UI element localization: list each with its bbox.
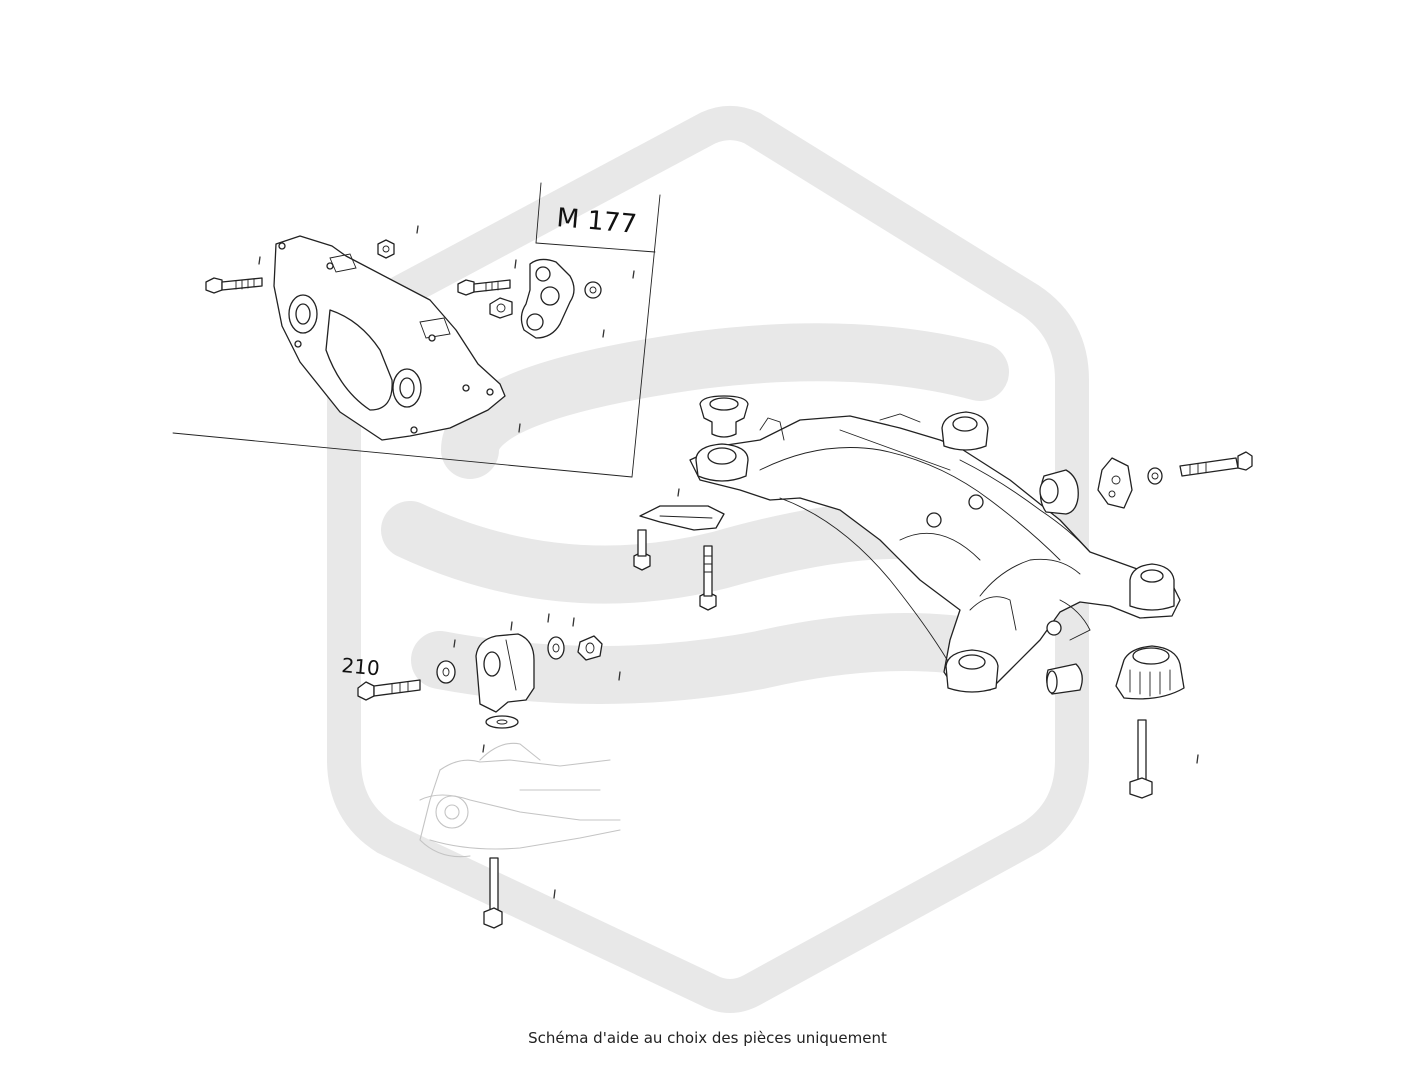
washer-icon [436,660,456,684]
bolt-icon [1179,451,1253,477]
washer-icon [547,636,565,660]
differential-mount [1115,645,1185,700]
hub-carrier-faint [419,742,621,858]
mount-plate [520,258,575,339]
bolt-icon [457,279,511,296]
bushing-rear-right [1129,563,1175,611]
flange-nut-icon [489,297,513,319]
subframe-bushing [699,395,749,438]
washer-icon [485,715,519,729]
bolt-icon [205,277,263,294]
bushing-front-right [941,411,989,451]
rear-subframe [689,413,1181,691]
bushing-rear-left [945,649,999,693]
cylinder-bushing [1039,469,1079,515]
engine-mount [475,633,535,713]
cylinder-bushing [1046,663,1083,695]
bushing-front-left [695,443,749,482]
bolt-icon [483,857,503,929]
bolt-icon [1129,719,1153,799]
inset-model-label: M 177 [555,203,638,240]
mount-bracket [1097,457,1133,509]
differential-bracket [273,235,506,441]
bolt-icon [633,529,651,571]
frame-bracket [639,505,725,531]
reference-ticks [258,225,1199,899]
washer-icon [584,281,602,299]
footer-caption: Schéma d'aide au choix des pièces unique… [528,1029,887,1047]
washer-icon [1147,467,1163,485]
bolt-icon [699,545,717,611]
callout-label: 210 [341,653,381,680]
inset-frame [172,182,661,478]
nut-icon [377,239,395,259]
bolt-icon [357,679,421,701]
flange-nut-icon [577,635,603,661]
